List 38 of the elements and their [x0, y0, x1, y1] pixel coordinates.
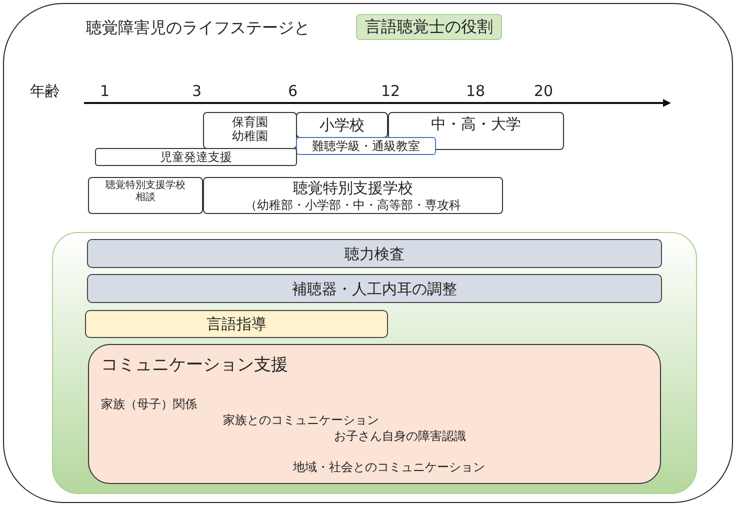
stage-box — [296, 137, 436, 155]
box-note: （幼稚部・小学部・中・高等部・専攻科 — [244, 198, 462, 212]
stage-box — [203, 177, 503, 214]
box-label: 中・高・大学 — [430, 115, 522, 133]
stage-box — [296, 112, 388, 138]
tick-label: 1 — [100, 82, 110, 100]
box-label: 聴覚特別支援学校相談 — [104, 180, 186, 204]
box-label: 補聴器・人工内耳の調整 — [291, 280, 458, 298]
box-label: 児童発達支援 — [159, 150, 233, 164]
box-note: 家族とのコミュニケーション — [223, 413, 379, 428]
box-label: 難聴学級・通級教室 — [311, 138, 421, 154]
box-note: 地域・社会とのコミュニケーション — [293, 460, 485, 474]
age-label: 年齢 — [30, 82, 60, 100]
box-label: 聴力検査 — [344, 244, 406, 262]
stage-box — [203, 112, 297, 149]
tick-label: 20 — [534, 82, 554, 100]
role-panel — [88, 344, 661, 484]
role-box — [356, 14, 502, 40]
stage-box — [88, 177, 203, 214]
diagram-title: 聴覚障害児のライフステージと — [86, 18, 310, 38]
box-label: 言語指導 — [206, 315, 268, 333]
box-note: お子さん自身の障害認識 — [334, 429, 466, 444]
support-panel — [52, 232, 697, 494]
frame-panel — [3, 3, 733, 503]
tick-label: 6 — [288, 82, 298, 100]
stage-box — [95, 148, 297, 166]
box-label: コミュニケーション支援 — [101, 355, 288, 376]
box-note: 家族（母子）関係 — [101, 397, 197, 412]
box-label: 聴覚特別支援学校 — [292, 179, 414, 197]
tick-label: 18 — [466, 82, 486, 100]
tick-label: 3 — [192, 82, 202, 100]
box-label: 言語聴覚士の役割 — [364, 17, 494, 37]
role-bar — [87, 239, 662, 268]
box-label: 小学校 — [318, 116, 366, 134]
tick-label: 12 — [381, 82, 400, 100]
role-bar — [87, 274, 662, 303]
box-label: 保育園幼稚園 — [231, 115, 269, 144]
role-bar — [85, 310, 388, 338]
